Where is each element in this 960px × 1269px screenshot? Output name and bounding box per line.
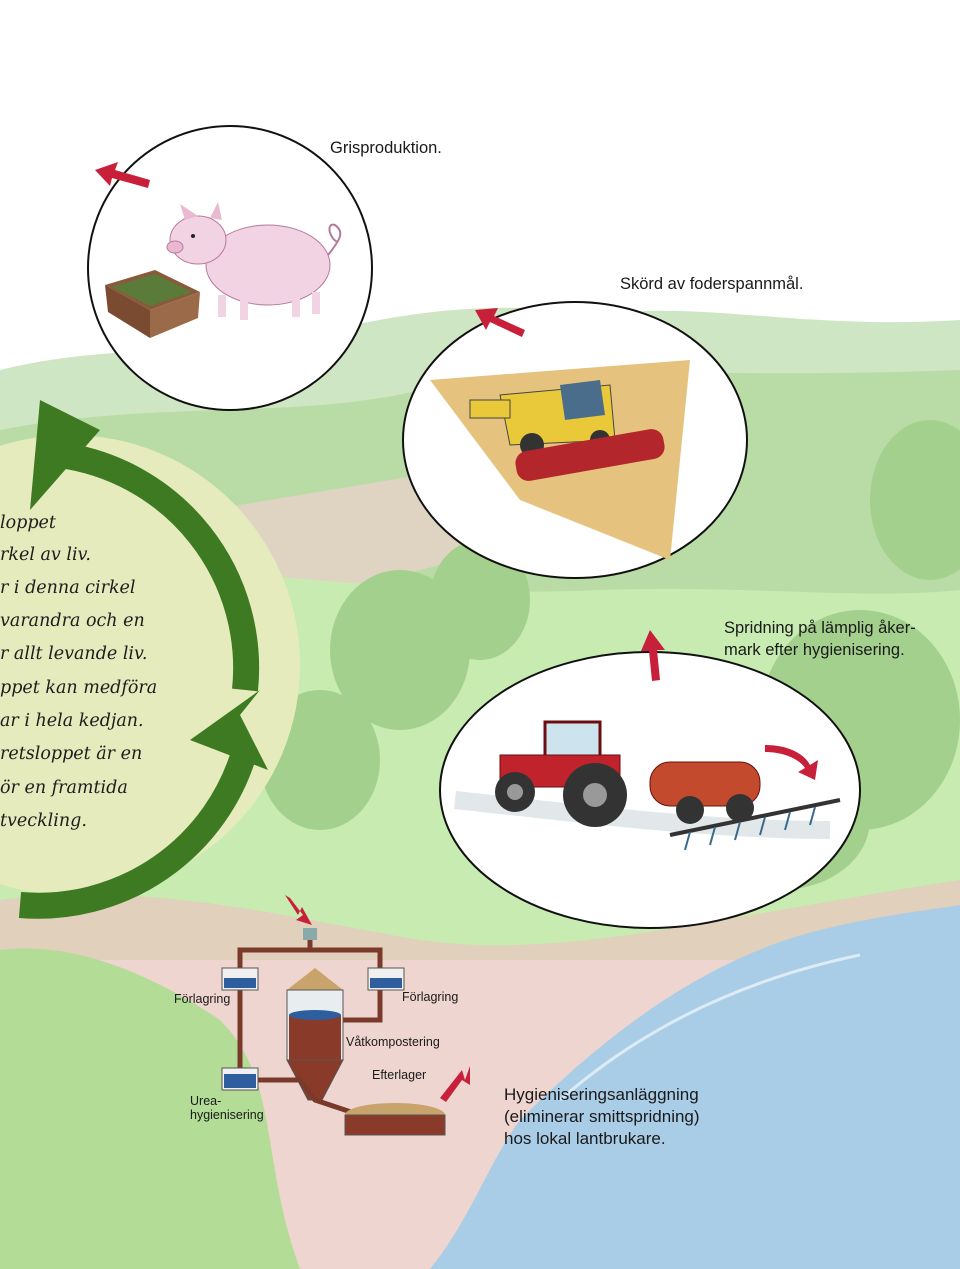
red-arrow-icons [95, 162, 818, 1102]
label-after-storage: Efterlager [372, 1068, 427, 1082]
slurry-tanker-icon [649, 761, 841, 851]
cycle-arrowhead-lower [190, 690, 268, 770]
feed-trough-icon [105, 270, 200, 338]
foreground-bushes [0, 948, 300, 1269]
caption-pig-production: Grisproduktion. [330, 139, 442, 157]
caption-plant-line1: Hygieniseringsanläggning [504, 1085, 699, 1104]
cycle-line-7: ar i hela kedjan. [0, 711, 144, 731]
cycle-line-9: ör en framtida [0, 778, 128, 798]
label-urea-line1: Urea- [190, 1094, 222, 1108]
combine-harvester-icon [430, 360, 690, 560]
cycle-line-8: retsloppet är en [0, 744, 143, 764]
caption-spreading-line1: Spridning på lämplig åker- [724, 619, 916, 637]
cycle-line-4: varandra och en [0, 611, 145, 631]
cycle-line-1: loppet [0, 513, 56, 533]
cycle-arrow-lower [18, 746, 258, 919]
label-prestore-right: Förlagring [402, 990, 459, 1004]
cycle-line-5: r allt levande liv. [0, 644, 148, 664]
label-prestore-left: Förlagring [174, 992, 231, 1006]
caption-harvest: Skörd av foderspannmål. [620, 275, 804, 293]
caption-plant-line3: hos lokal lantbrukare. [504, 1129, 666, 1148]
cycle-arrow-upper [58, 442, 260, 692]
cycle-arrowhead-upper [30, 400, 100, 510]
caption-plant-line2: (eliminerar smittspridning) [504, 1107, 700, 1126]
cycle-line-6: ppet kan medföra [0, 678, 158, 698]
cycle-line-10: tveckling. [0, 811, 87, 831]
pig-icon [166, 202, 342, 320]
hygienisation-plant-diagram [221, 928, 446, 1136]
caption-spreading-line2: mark efter hygienisering. [724, 641, 905, 659]
lake [430, 905, 960, 1269]
cycle-line-2: rkel av liv. [0, 545, 91, 565]
label-urea-line2: hygienisering [190, 1108, 264, 1122]
label-wet-composting: Våtkompostering [346, 1035, 440, 1049]
tractor-icon [454, 720, 831, 839]
cycle-line-3: r i denna cirkel [0, 578, 136, 598]
